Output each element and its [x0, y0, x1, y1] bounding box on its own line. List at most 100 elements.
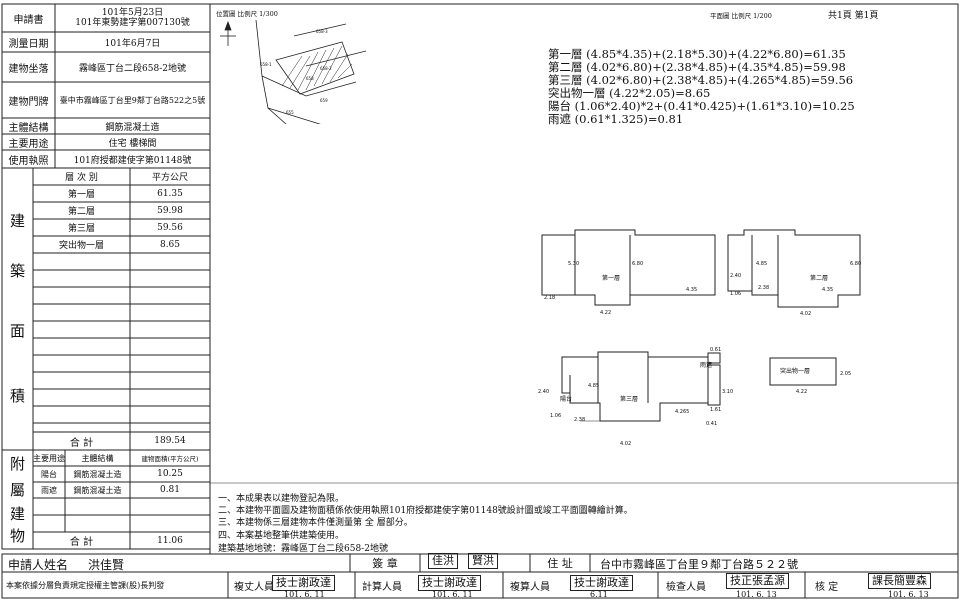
calc-line: 第二層 (4.02*6.80)+(2.38*4.85)+(4.35*4.85)=…	[548, 60, 846, 74]
annex-row-area: 0.81	[159, 485, 181, 495]
annex-header-area: 建物面積(平方公尺)	[141, 455, 199, 463]
dim-label: 6.80	[850, 261, 861, 267]
dim-label: 2.38	[574, 417, 585, 423]
address-label: 住 址	[547, 557, 573, 570]
floor-row-area: 59.98	[157, 205, 183, 216]
dim-label: 2.40	[538, 389, 549, 395]
role-label: 複算人員	[510, 582, 550, 593]
floor2-label: 第二層	[810, 274, 828, 282]
role-stamp: 技士謝政達	[570, 575, 633, 591]
applicant-name: 洪佳賢	[88, 558, 125, 572]
floor-row-name: 第三層	[67, 224, 95, 234]
apply-label: 申請書	[13, 14, 44, 26]
building-area-char-2: 築	[9, 261, 25, 280]
note-line: 建築基地地號：霧峰區丁台二段658-2地號	[218, 544, 388, 554]
floor1-outline	[541, 229, 716, 306]
floor3-balcony-right	[707, 364, 721, 406]
license-value: 101府授都建使字第01148號	[73, 155, 192, 166]
floor3-outline	[561, 351, 709, 422]
door-label: 建物門牌	[8, 96, 49, 108]
plot-label: 658-3	[316, 29, 328, 34]
plot-label: 659	[320, 98, 328, 103]
page-count: 共1頁 第1頁	[828, 11, 879, 21]
role-stamp: 技士謝政達	[272, 575, 335, 591]
annex-char-1: 附	[9, 454, 25, 473]
note-line: 二、本建物平面圖及建物面積係依使用執照101府授都建使字第01148號設計圖或竣…	[218, 506, 633, 516]
calc-line: 第一層 (4.85*4.35)+(2.18*5.30)+(4.22*6.80)=…	[548, 47, 846, 61]
dim-label: 2.05	[840, 371, 851, 377]
roof-label: 突出物一層	[780, 367, 810, 375]
dim-label: 4.35	[822, 287, 833, 293]
seal-stamp: 佳洪	[428, 553, 458, 569]
dim-label: 2.38	[758, 285, 769, 291]
floor-row-name: 第二層	[67, 207, 95, 217]
annex-row-area: 10.25	[157, 469, 183, 479]
door-value: 臺中市霧峰區丁台里9鄰丁台路522之5號	[59, 95, 206, 105]
role-date: 101. 6. 11	[284, 590, 325, 599]
building-area-char-4: 積	[9, 386, 25, 405]
survey-date-label: 測量日期	[8, 38, 49, 50]
dim-label: 4.02	[800, 311, 811, 317]
site-plan-drawing: 658-3 658-1 658 658-2 659 655	[220, 19, 367, 124]
plot-label: 658-2	[320, 66, 332, 71]
dim-label: 0.41	[706, 421, 717, 427]
floor1-label: 第一層	[602, 274, 620, 282]
plot-label: 655	[286, 110, 294, 115]
dim-label: 4.22	[600, 310, 611, 316]
address-value: 台中市霧峰區丁台里９鄰丁台路５２２號	[600, 558, 798, 571]
role-date: 101. 6. 13	[736, 590, 777, 599]
floor-row-area: 59.56	[157, 222, 183, 233]
dim-label: 1.61	[710, 407, 721, 413]
site-plan-header: 位置圖 比例尺 1/300	[216, 10, 278, 18]
dim-label: 4.35	[686, 287, 697, 293]
role-date: 6.11	[590, 590, 608, 599]
note-line: 一、本成果表以建物登記為限。	[218, 494, 345, 504]
dim-label: 3.10	[722, 389, 733, 395]
apply-value: 101年5月23日 101年東勢建字第007130號	[75, 8, 190, 28]
site-label: 建物坐落	[8, 63, 49, 75]
area-total-value: 189.54	[154, 436, 186, 446]
annex-row-structure: 鋼筋混凝土造	[73, 485, 122, 495]
floor-header-area: 平方公尺	[151, 173, 188, 183]
dim-label: 4.02	[620, 441, 631, 447]
floor3-canopy	[707, 352, 721, 364]
dim-label: 4.22	[796, 389, 807, 395]
floor-plan-scale: 平面圖 比例尺 1/200	[710, 12, 772, 20]
floor3-balcony-label: 陽台	[560, 395, 572, 403]
annex-char-2: 屬	[9, 480, 25, 499]
annex-row-use: 雨遮	[41, 485, 57, 495]
dim-label: 5.30	[568, 261, 579, 267]
annex-row-use: 陽台	[41, 469, 57, 479]
survey-date-value: 101年6月7日	[104, 38, 161, 49]
floor2-outline	[727, 229, 861, 308]
role-stamp: 技士謝政達	[418, 575, 481, 591]
annex-header-structure: 主體結構	[81, 453, 114, 463]
dim-label: 1.06	[730, 291, 741, 297]
floor-header-name: 層 次 別	[65, 173, 98, 183]
dim-label: 4.265	[675, 409, 689, 415]
role-stamp: 技正張孟源	[726, 573, 789, 589]
role-date: 101. 6. 13	[888, 590, 929, 599]
dim-label: 4.85	[756, 261, 767, 267]
dim-label: 6.80	[632, 261, 643, 267]
floor-row-area: 8.65	[159, 239, 181, 250]
building-area-char-3: 面	[9, 321, 25, 340]
dim-label: 4.85	[588, 383, 599, 389]
role-label: 計算人員	[362, 582, 402, 593]
floor-plans-drawing: 第一層 2.18 4.22 4.35 5.30 6.80 第二層 2.40 1.…	[538, 229, 861, 447]
role-label: 檢查人員	[666, 582, 706, 593]
role-date: 101. 6. 11	[432, 590, 473, 599]
calc-line: 第三層 (4.02*6.80)+(2.38*4.85)+(4.265*4.85)…	[548, 73, 854, 87]
plot-label: 658-1	[260, 62, 272, 67]
floor3-canopy-label: 雨遮	[700, 361, 712, 369]
dim-label: 0.61	[710, 347, 721, 353]
structure-label: 主體結構	[8, 122, 49, 134]
annex-total-label: 合 計	[69, 537, 94, 548]
plot-label: 658	[306, 76, 314, 81]
dim-label: 2.18	[544, 295, 555, 301]
note-line: 三、本建物係三層建物本件僅測量第 全 層部分。	[218, 518, 413, 528]
role-label: 複丈人員	[234, 582, 274, 593]
site-value: 霧峰區丁台二段658-2地號	[79, 63, 186, 74]
floor3-label: 第三層	[620, 395, 638, 403]
